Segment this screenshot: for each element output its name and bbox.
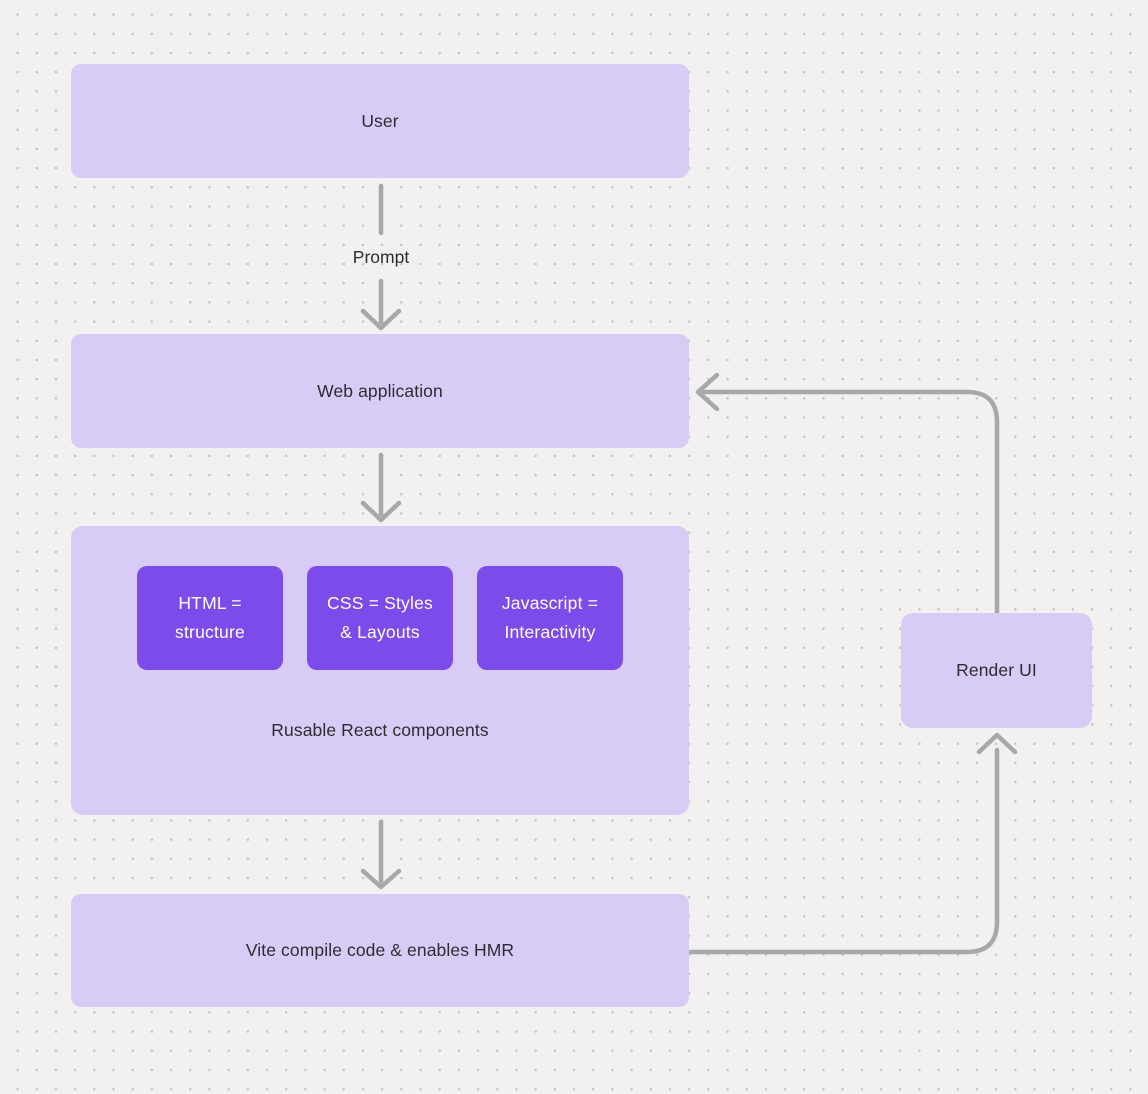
arrowhead-down-icon — [360, 868, 402, 890]
chip-html: HTML = structure — [137, 566, 283, 670]
arrowhead-down-icon — [360, 308, 402, 331]
edge-label-prompt: Prompt — [352, 247, 410, 267]
node-web-application: Web application — [71, 334, 689, 448]
arrowhead-up-icon — [976, 732, 1018, 755]
edge-vite-to-render — [688, 732, 1018, 955]
edge-components-to-vite — [360, 819, 402, 890]
components-group-caption: Rusable React components — [271, 720, 489, 740]
node-render-ui: Render UI — [901, 613, 1092, 728]
node-vite: Vite compile code & enables HMR — [71, 894, 689, 1007]
chip-javascript: Javascript = Interactivity — [477, 566, 623, 670]
arrowhead-down-icon — [360, 500, 402, 523]
edge-web-to-components — [360, 452, 402, 523]
node-user: User — [71, 64, 689, 178]
edge-render-to-web — [695, 372, 1000, 616]
arrowhead-left-icon — [695, 372, 720, 412]
chip-css: CSS = Styles & Layouts — [307, 566, 453, 670]
